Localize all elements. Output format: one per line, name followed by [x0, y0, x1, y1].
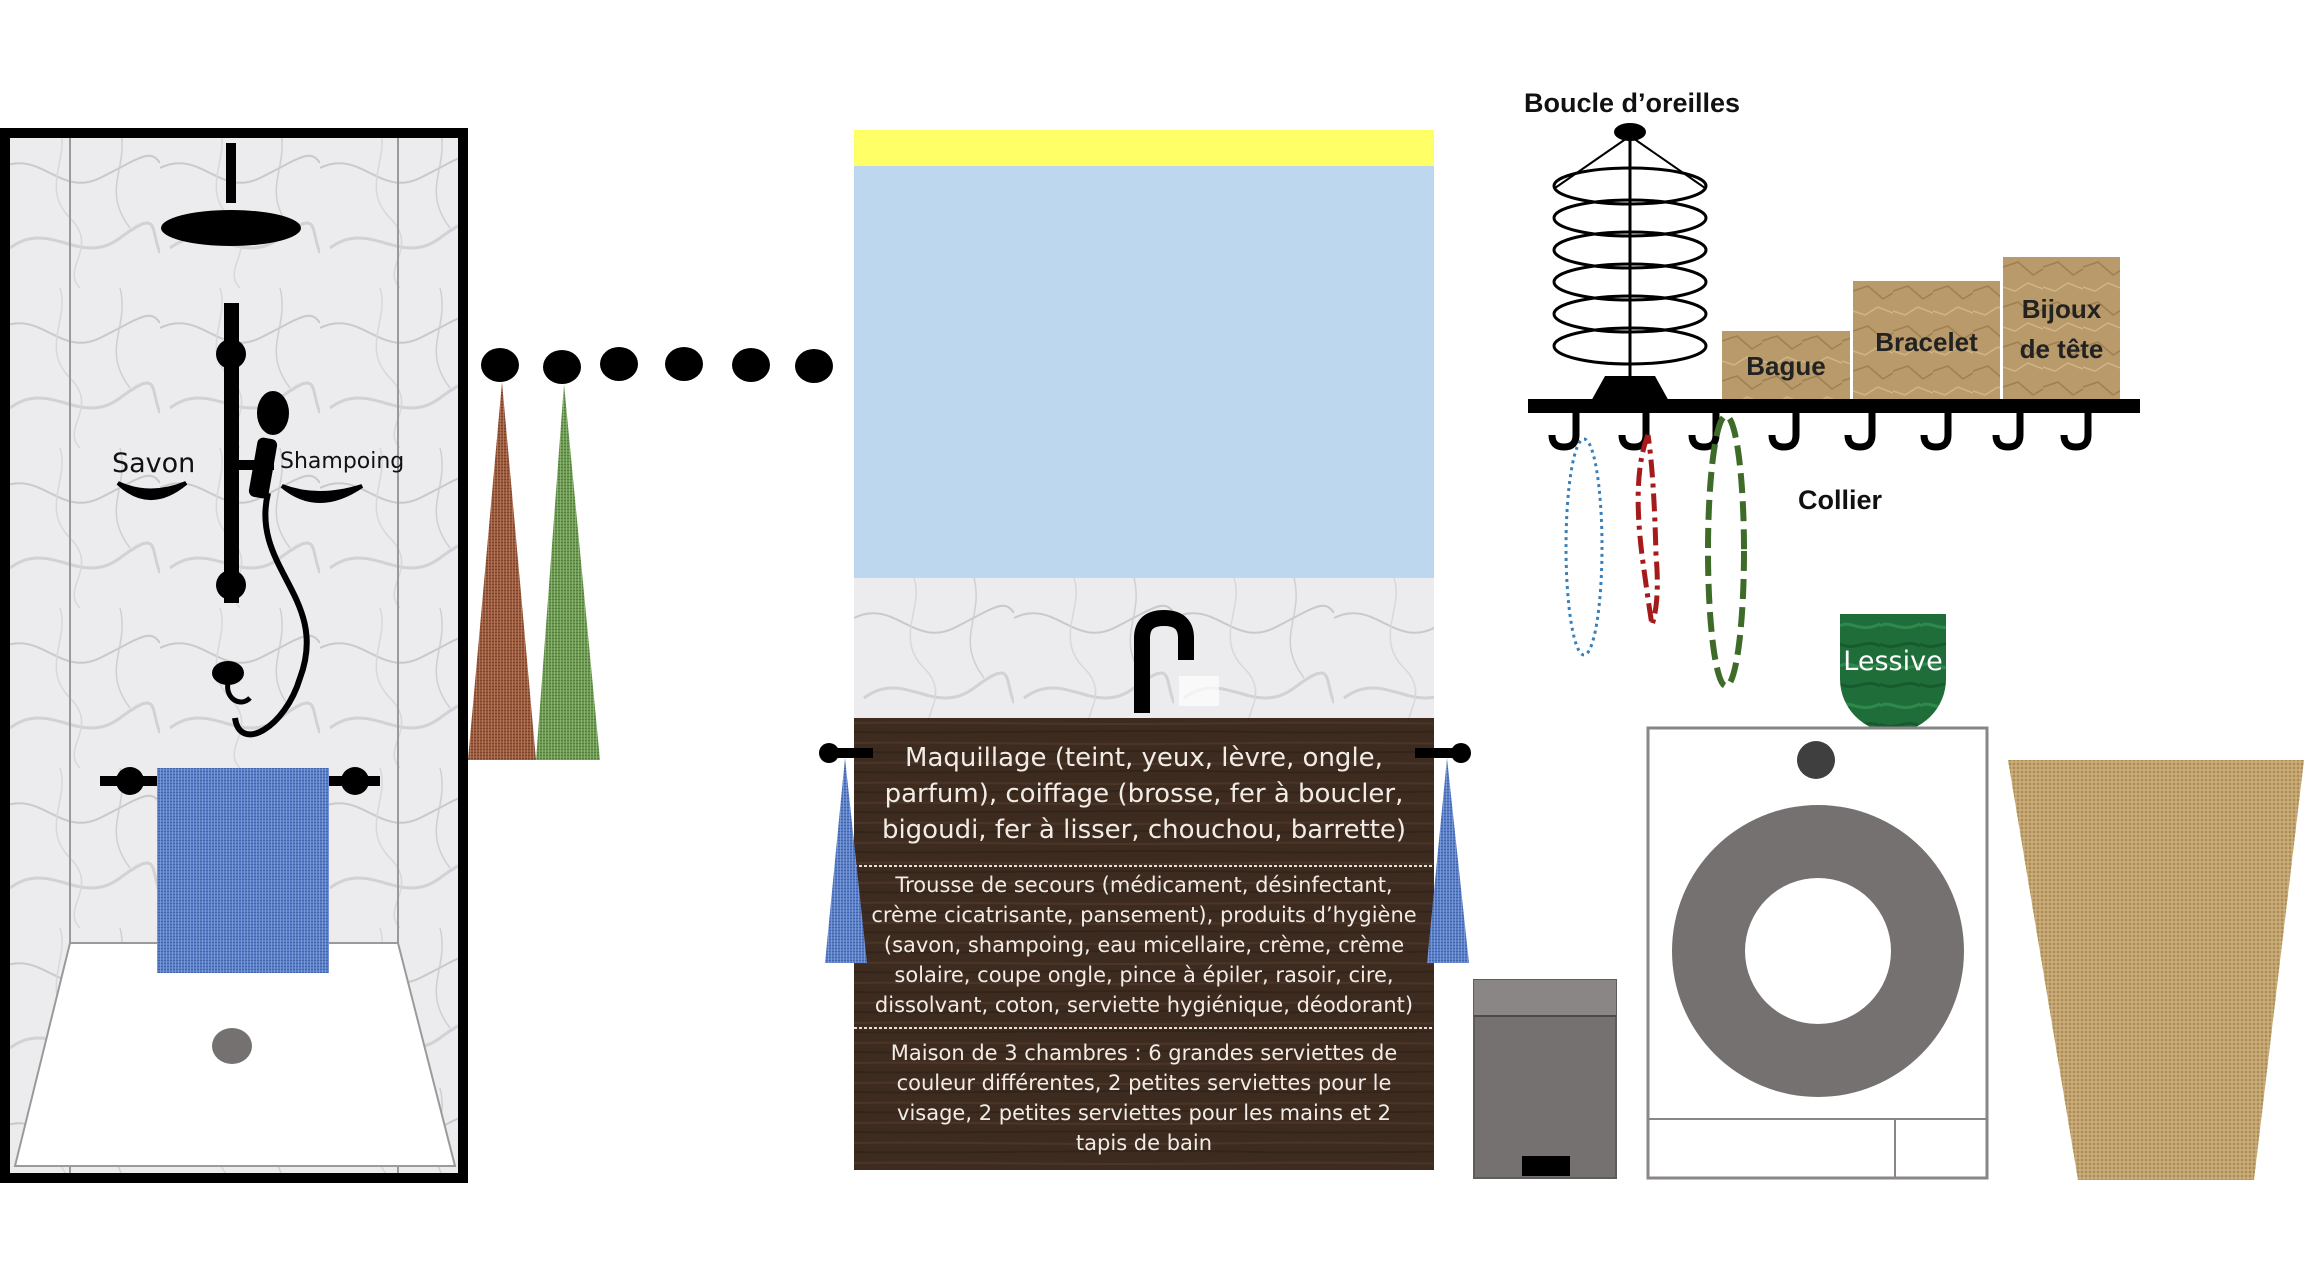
- necklace-hook: [2060, 413, 2092, 451]
- necklace-hook: [1920, 413, 1952, 451]
- shower-hose: [232, 492, 310, 738]
- hook-dot: [543, 350, 581, 384]
- head-jewelry-label: Bijoux de tête: [2019, 294, 2104, 364]
- shower-drain: [212, 1028, 252, 1064]
- hand-towel-right: [1427, 758, 1469, 963]
- shower-rail: [224, 303, 239, 603]
- earrings-label: Boucle d’oreilles: [1524, 88, 1741, 118]
- necklace-rack: [1528, 399, 2140, 689]
- hook-dot: [665, 347, 703, 381]
- shampoo-shelf: [280, 484, 364, 503]
- vanity-side-towels: [819, 743, 1471, 963]
- faucet-icon: [1134, 609, 1194, 713]
- earring-tree: [1552, 123, 1708, 403]
- wall-hooks: [468, 347, 833, 760]
- necklace-red: [1635, 434, 1660, 626]
- ring-label: Bague: [1746, 351, 1826, 381]
- shower-head-icon: [161, 210, 301, 246]
- detergent-label: Lessive: [1843, 646, 1943, 677]
- washing-machine: [1646, 726, 1989, 1180]
- shampoo-label: Shampoing: [280, 449, 405, 474]
- detergent-box: Lessive: [1840, 614, 1946, 732]
- necklace-hook: [1688, 413, 1720, 451]
- hook-dot: [732, 348, 770, 382]
- necklace-hook: [1618, 413, 1650, 451]
- bracelet-box: Bracelet: [1853, 281, 2000, 401]
- mirror-light: [854, 130, 1434, 166]
- necklace-hook: [1768, 413, 1800, 451]
- necklace-green: [1705, 413, 1747, 689]
- hand-towel-left: [825, 758, 867, 963]
- trash-bin: [1473, 979, 1617, 1179]
- necklace-blue: [1564, 437, 1604, 657]
- shelf-makeup: Maquillage (teint, yeux, lèvre, ongle, p…: [881, 743, 1407, 845]
- shelf-towels: Maison de 3 chambres : 6 grandes serviet…: [890, 1041, 1398, 1155]
- hook-dot: [795, 349, 833, 383]
- shelf-first-aid: Trousse de secours (médicament, désinfec…: [871, 873, 1417, 1017]
- necklace-hook: [1844, 413, 1876, 451]
- soap-shelf: [116, 481, 188, 500]
- bracelet-label: Bracelet: [1875, 327, 1978, 357]
- machine-knob: [1797, 741, 1835, 779]
- vanity-backsplash: [854, 578, 1434, 718]
- hanging-towel-brown: [468, 382, 536, 760]
- vanity-cabinet: Maquillage (teint, yeux, lèvre, ongle, p…: [854, 718, 1434, 1170]
- necklace-label: Collier: [1798, 485, 1883, 515]
- hook-dot: [600, 347, 638, 381]
- hook-dot: [481, 348, 519, 382]
- shower-towel: [157, 768, 329, 973]
- hand-shower-icon: [257, 391, 289, 435]
- mirror: [854, 166, 1434, 578]
- trash-pedal: [1522, 1156, 1570, 1176]
- hanging-towel-green: [536, 384, 600, 760]
- head-jewelry-box: Bijoux de tête: [2003, 257, 2120, 401]
- laundry-basket: [2008, 760, 2304, 1180]
- ring-box: Bague: [1722, 331, 1850, 401]
- necklace-hook: [1548, 413, 1580, 451]
- shower: [0, 128, 468, 1183]
- soap-label: Savon: [112, 448, 196, 479]
- necklace-hook: [1992, 413, 2024, 451]
